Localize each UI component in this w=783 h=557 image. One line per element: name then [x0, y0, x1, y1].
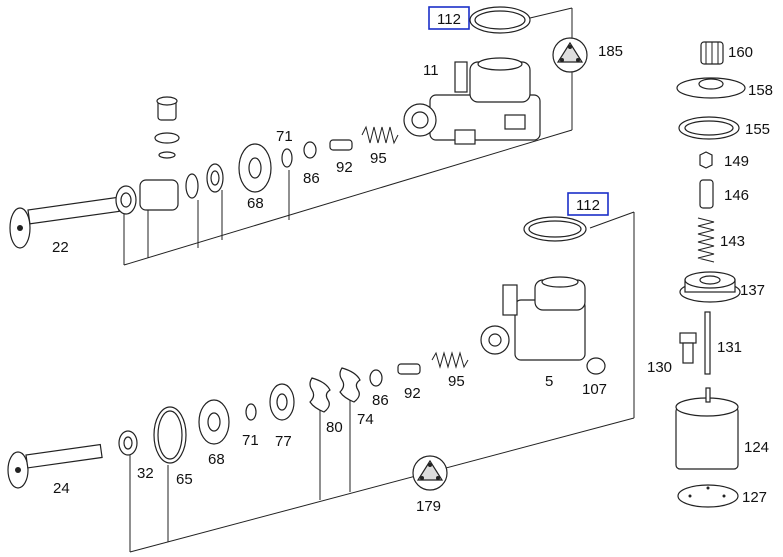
label-158: 158 [748, 82, 773, 99]
label-22: 22 [52, 239, 69, 256]
label-71-upper: 71 [276, 128, 293, 145]
part-92-valve-upper [329, 139, 353, 151]
label-127: 127 [742, 489, 767, 506]
label-65: 65 [176, 471, 193, 488]
label-86-upper: 86 [303, 170, 320, 187]
label-149: 149 [724, 153, 749, 170]
part-32-bearing [118, 430, 138, 456]
label-68-upper: 68 [247, 195, 264, 212]
callout-112-lower-label: 112 [576, 197, 600, 214]
part-95-spring-upper [361, 125, 399, 145]
part-185-cover [552, 37, 588, 73]
label-11: 11 [423, 62, 439, 79]
part-86-ring-upper [303, 141, 317, 159]
part-80-plate [309, 377, 331, 413]
part-149-nut [699, 151, 713, 169]
label-137: 137 [740, 282, 765, 299]
part-11-pump-body [403, 57, 541, 145]
label-74: 74 [357, 411, 374, 428]
part-5-pump-body [480, 276, 586, 361]
callout-112-upper[interactable]: 112 [428, 6, 470, 30]
part-160-cap [700, 41, 724, 65]
o-ring-112-lower-inner [528, 220, 582, 238]
callout-112-lower[interactable]: 112 [567, 192, 609, 216]
label-124: 124 [744, 439, 769, 456]
label-68-lower: 68 [208, 451, 225, 468]
callout-112-upper-label: 112 [437, 11, 461, 28]
label-24: 24 [53, 480, 70, 497]
part-137-housing [679, 271, 741, 303]
label-95-lower: 95 [448, 373, 465, 390]
label-71-lower: 71 [242, 432, 259, 449]
part-124-reservoir [675, 387, 739, 470]
o-ring-112-upper-inner [474, 10, 526, 30]
label-179: 179 [416, 498, 441, 515]
part-130-bolt [679, 332, 697, 364]
part-bearing-upper [115, 185, 137, 215]
part-146-filter [699, 179, 714, 209]
part-65-seal-inner [157, 410, 183, 460]
part-92-valve-lower [397, 363, 421, 375]
label-131: 131 [717, 339, 742, 356]
label-143: 143 [720, 233, 745, 250]
label-107: 107 [582, 381, 607, 398]
part-ring-upper [185, 173, 199, 199]
lower-bracket [129, 211, 635, 553]
part-158-disc [676, 77, 746, 99]
label-80: 80 [326, 419, 343, 436]
part-77-cam [269, 383, 295, 421]
part-95-spring-lower [431, 351, 469, 369]
label-86-lower: 86 [372, 392, 389, 409]
label-77: 77 [275, 433, 292, 450]
part-71-ring-lower [245, 403, 257, 421]
part-155-ring-inner [684, 120, 734, 136]
part-74-plate [339, 367, 361, 403]
part-71-ring-upper [281, 148, 293, 168]
label-5: 5 [545, 373, 553, 390]
part-68-rotor-upper [238, 143, 272, 193]
label-95-upper: 95 [370, 150, 387, 167]
label-92-lower: 92 [404, 385, 421, 402]
part-plug-upper [154, 96, 180, 159]
part-68-rotor-lower [198, 399, 230, 445]
part-sleeve-upper [139, 179, 179, 211]
label-130: 130 [647, 359, 672, 376]
part-24-shaft [7, 443, 103, 489]
label-146: 146 [724, 187, 749, 204]
part-86-ring-lower [369, 369, 383, 387]
part-107-plug [586, 357, 606, 375]
part-127-gasket [677, 484, 739, 508]
label-155: 155 [745, 121, 770, 138]
label-160: 160 [728, 44, 753, 61]
part-143-spring [697, 217, 715, 263]
part-179-cover [412, 455, 448, 491]
part-small-bearing-upper [206, 163, 224, 193]
label-92-upper: 92 [336, 159, 353, 176]
part-131-stud [704, 311, 711, 375]
label-32: 32 [137, 465, 154, 482]
label-185: 185 [598, 43, 623, 60]
